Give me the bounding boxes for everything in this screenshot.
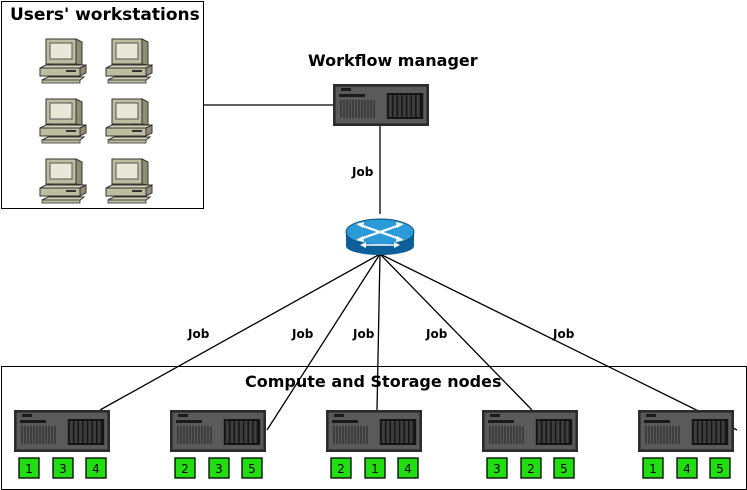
data-chip-box bbox=[553, 457, 575, 479]
compute-node: 3 2 5 bbox=[482, 410, 578, 479]
data-chip: 3 bbox=[208, 457, 230, 479]
data-chip-label: 1 bbox=[649, 462, 657, 476]
compute-server-icon bbox=[170, 410, 266, 452]
workstations bbox=[39, 38, 153, 204]
link-router-to-node-4 bbox=[379, 253, 533, 411]
data-chip: 2 bbox=[174, 457, 196, 479]
workflow-manager-title: Workflow manager bbox=[308, 51, 478, 70]
data-chip-box bbox=[397, 457, 419, 479]
data-chip: 2 bbox=[520, 457, 542, 479]
compute-node: 2 3 5 bbox=[170, 410, 266, 479]
data-chip: 5 bbox=[709, 457, 731, 479]
data-chip-box bbox=[676, 457, 698, 479]
workstation-icon bbox=[39, 158, 87, 204]
data-chip-label: 1 bbox=[25, 462, 33, 476]
data-chip-label: 1 bbox=[371, 462, 379, 476]
connections bbox=[99, 104, 738, 431]
workstation-icon bbox=[105, 158, 153, 204]
data-chip-label: 2 bbox=[527, 462, 535, 476]
compute-server-icon bbox=[326, 410, 422, 452]
data-chip: 1 bbox=[642, 457, 664, 479]
data-chip: 3 bbox=[52, 457, 74, 479]
data-chip-box bbox=[520, 457, 542, 479]
data-chip: 2 bbox=[330, 457, 352, 479]
workstations-group-title: Users' workstations bbox=[10, 5, 200, 25]
data-chip-box bbox=[486, 457, 508, 479]
job-labels: Job Job Job Job Job Job bbox=[187, 165, 575, 341]
data-chip-label: 2 bbox=[181, 462, 189, 476]
data-chip-label: 5 bbox=[716, 462, 724, 476]
link-router-to-node-5 bbox=[379, 253, 738, 431]
compute-nodes: 1 3 4 2 3 5 2 1 4 3 2 5 1 4 5 bbox=[14, 410, 734, 479]
data-chip-label: 3 bbox=[215, 462, 223, 476]
data-chip-label: 4 bbox=[92, 462, 100, 476]
data-chip-box bbox=[642, 457, 664, 479]
compute-node: 1 3 4 bbox=[14, 410, 110, 479]
router-icon bbox=[345, 218, 415, 255]
data-chip-label: 3 bbox=[59, 462, 67, 476]
compute-server-icon bbox=[14, 410, 110, 452]
compute-server-icon bbox=[482, 410, 578, 452]
data-chip-label: 5 bbox=[560, 462, 568, 476]
data-chip-box bbox=[330, 457, 352, 479]
compute-group-title: Compute and Storage nodes bbox=[245, 372, 502, 391]
compute-server-icon bbox=[638, 410, 734, 452]
data-chip-box bbox=[709, 457, 731, 479]
data-chip: 4 bbox=[85, 457, 107, 479]
data-chip-label: 5 bbox=[248, 462, 256, 476]
workstation-icon bbox=[39, 38, 87, 84]
data-chip: 3 bbox=[486, 457, 508, 479]
data-chip: 5 bbox=[553, 457, 575, 479]
data-chip: 5 bbox=[241, 457, 263, 479]
workflow-manager-server-icon bbox=[333, 84, 429, 126]
data-chip-box bbox=[208, 457, 230, 479]
data-chip: 1 bbox=[364, 457, 386, 479]
workstation-icon bbox=[105, 38, 153, 84]
data-chip: 4 bbox=[397, 457, 419, 479]
job-label-manager: Job bbox=[351, 165, 374, 179]
link-router-to-node-1 bbox=[99, 253, 381, 411]
data-chip-label: 4 bbox=[404, 462, 412, 476]
compute-node: 2 1 4 bbox=[326, 410, 422, 479]
data-chip-label: 4 bbox=[683, 462, 691, 476]
data-chip-box bbox=[85, 457, 107, 479]
data-chip-label: 3 bbox=[493, 462, 501, 476]
data-chip-label: 2 bbox=[337, 462, 345, 476]
data-chip-box bbox=[241, 457, 263, 479]
data-chip: 4 bbox=[676, 457, 698, 479]
link-router-to-node-2 bbox=[266, 253, 381, 431]
data-chip-box bbox=[364, 457, 386, 479]
job-label-node-5: Job bbox=[552, 327, 575, 341]
data-chip-box bbox=[174, 457, 196, 479]
manager-server-body bbox=[333, 84, 429, 126]
compute-node: 1 4 5 bbox=[638, 410, 734, 479]
job-label-node-4: Job bbox=[425, 327, 448, 341]
data-chip: 1 bbox=[18, 457, 40, 479]
workstations-group bbox=[1, 1, 204, 209]
job-label-node-1: Job bbox=[187, 327, 210, 341]
data-chip-box bbox=[52, 457, 74, 479]
link-router-to-node-3 bbox=[376, 253, 381, 411]
job-label-node-3: Job bbox=[352, 327, 375, 341]
workstation-icon bbox=[39, 98, 87, 144]
job-label-node-2: Job bbox=[291, 327, 314, 341]
workstation-icon bbox=[105, 98, 153, 144]
data-chip-box bbox=[18, 457, 40, 479]
